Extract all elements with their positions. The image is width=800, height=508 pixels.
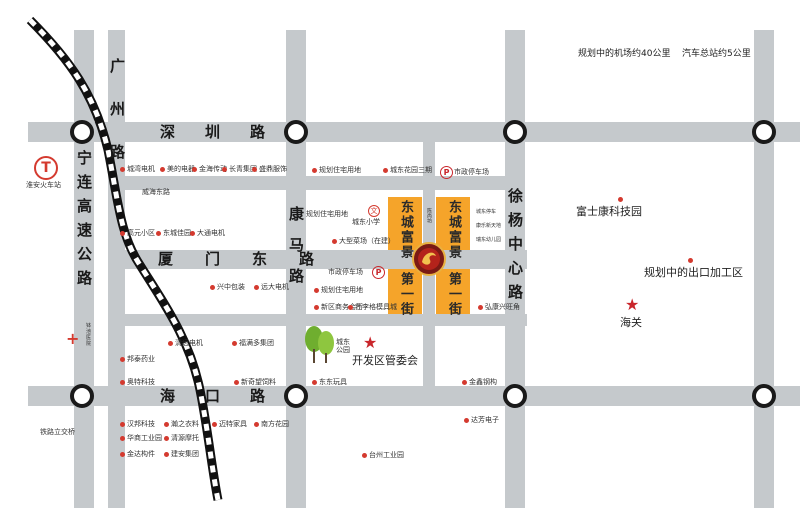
road-label-weihai-dong: 威海东路 bbox=[142, 188, 170, 196]
poi[interactable]: 远大电机 bbox=[254, 283, 289, 291]
project-logo-icon[interactable] bbox=[412, 242, 446, 276]
poi[interactable]: 金达构件 bbox=[120, 450, 155, 458]
poi[interactable]: 城湾电机 bbox=[120, 165, 155, 173]
intersection-xuyang-shenzhen[interactable] bbox=[503, 120, 527, 144]
poi[interactable]: 达芳电子 bbox=[464, 416, 499, 424]
poi[interactable]: 清远电机 bbox=[168, 339, 203, 347]
road-shenzhen bbox=[28, 122, 800, 142]
hospital-label: 钵池医院 bbox=[86, 323, 92, 347]
intersection-kangma-shenzhen[interactable] bbox=[284, 120, 308, 144]
hospital-icon[interactable]: + bbox=[66, 329, 80, 348]
poi[interactable]: 瑞东幼儿园 bbox=[476, 237, 502, 243]
poi[interactable]: 金鑫钢构 bbox=[462, 378, 497, 386]
intersection-ninglian-shenzhen[interactable] bbox=[70, 120, 94, 144]
foxconn-dot bbox=[618, 195, 625, 203]
poi[interactable]: 新区商务会所 bbox=[314, 303, 363, 311]
poi[interactable]: 康乐新天地 bbox=[476, 223, 502, 229]
road-label-haikou: 海口路 bbox=[160, 387, 296, 405]
intersection-kangma-haikou[interactable] bbox=[284, 384, 308, 408]
project-block-right-top bbox=[436, 197, 470, 250]
poi[interactable]: 规划住宅用地 bbox=[314, 286, 363, 294]
poi[interactable]: 壮李格模具城 bbox=[348, 303, 397, 311]
poi[interactable]: 盛鼎服饰 bbox=[252, 165, 287, 173]
airport-note: 规划中的机场约40公里 bbox=[578, 49, 671, 59]
poi[interactable]: 迈特家具 bbox=[212, 420, 247, 428]
poi[interactable]: 规划住宅用地 bbox=[312, 166, 361, 174]
poi[interactable]: 陈尚坊 bbox=[426, 208, 432, 223]
poi[interactable]: 台州工业园 bbox=[362, 451, 404, 459]
intersection-ninglian-haikou[interactable] bbox=[70, 384, 94, 408]
foxconn-label[interactable]: 富士康科技园 bbox=[576, 205, 642, 218]
poi[interactable]: 东城佳园 bbox=[156, 229, 191, 237]
road-label-ninglian: 宁连高速公路 bbox=[75, 150, 93, 294]
customs-label[interactable]: 海关 bbox=[620, 316, 642, 329]
project-name-left-top: 东城富景 bbox=[398, 200, 413, 260]
poi[interactable]: 南方花园 bbox=[254, 420, 289, 428]
poi[interactable]: 兴中包装 bbox=[210, 283, 245, 291]
poi[interactable]: 大型菜场（在建） bbox=[332, 237, 395, 245]
poi[interactable]: 市政停车场 bbox=[454, 168, 489, 176]
admin-star-icon: ★ bbox=[363, 333, 378, 352]
bus-station-note: 汽车总站约5公里 bbox=[682, 49, 751, 59]
poi[interactable]: 弘康兴旺角 bbox=[478, 303, 520, 311]
project-block-right-bottom bbox=[436, 269, 470, 314]
poi[interactable]: 高元小区 bbox=[120, 229, 155, 237]
road-label-kangma: 康马路 bbox=[287, 206, 305, 299]
train-station-icon[interactable]: T bbox=[34, 156, 58, 180]
intersection-east-haikou[interactable] bbox=[752, 384, 776, 408]
road-label-xuyang: 徐杨中心路 bbox=[506, 188, 524, 308]
customs-star-icon: ★ bbox=[625, 295, 640, 314]
poi[interactable]: 建安集团 bbox=[164, 450, 199, 458]
poi[interactable]: 邦泰药业 bbox=[120, 355, 155, 363]
road-label-xiamen-dong: 厦门东路 bbox=[158, 250, 347, 268]
road-label-guangzhou: 广州路 bbox=[108, 58, 126, 187]
poi[interactable]: 奥特科技 bbox=[120, 378, 155, 386]
train-station-label: 淮安火车站 bbox=[26, 181, 61, 189]
poi[interactable]: 城东花园三期 bbox=[383, 166, 432, 174]
poi[interactable]: 瀚之衣料 bbox=[164, 420, 199, 428]
poi[interactable]: 城东小学 bbox=[352, 218, 380, 226]
school-icon: 文 bbox=[368, 205, 380, 217]
road-haikou bbox=[28, 386, 800, 406]
admin-label[interactable]: 开发区管委会 bbox=[352, 354, 418, 367]
intersection-east-shenzhen[interactable] bbox=[752, 120, 776, 144]
poi[interactable]: 市政停车场 bbox=[328, 268, 363, 276]
poi[interactable]: 美的电器 bbox=[160, 165, 195, 173]
tree-icon bbox=[305, 326, 334, 363]
poi[interactable]: 城东停车 bbox=[476, 209, 497, 215]
parking-icon[interactable]: P bbox=[440, 166, 453, 179]
parking-icon-2[interactable]: P bbox=[372, 266, 385, 279]
poi[interactable]: 大通电机 bbox=[190, 229, 225, 237]
export-zone-dot bbox=[688, 256, 695, 264]
park-label: 城东公园 bbox=[336, 338, 350, 354]
road-weihai-dong bbox=[115, 176, 520, 190]
intersection-xuyang-haikou[interactable] bbox=[503, 384, 527, 408]
poi[interactable]: 华商工业园 bbox=[120, 434, 162, 442]
export-zone-label[interactable]: 规划中的出口加工区 bbox=[644, 266, 743, 279]
railway-bridge-label: 铁路立交桥 bbox=[40, 428, 75, 436]
project-block-left-bottom bbox=[388, 269, 422, 314]
project-name-right-top: 东城富景 bbox=[446, 200, 461, 260]
project-block-left-top bbox=[388, 197, 422, 250]
poi[interactable]: 长青集团 bbox=[222, 165, 257, 173]
project-name-left-bottom: 第一街 bbox=[398, 272, 413, 317]
poi[interactable]: 金海传动 bbox=[192, 165, 227, 173]
poi[interactable]: 汉邦科技 bbox=[120, 420, 155, 428]
road-label-shenzhen: 深圳路 bbox=[160, 123, 296, 141]
poi[interactable]: 规划住宅用地 bbox=[306, 210, 348, 218]
poi[interactable]: 新奇望饲料 bbox=[234, 378, 276, 386]
poi[interactable]: 福满多集团 bbox=[232, 339, 274, 347]
project-name-right-bottom: 第一街 bbox=[446, 272, 461, 317]
poi[interactable]: 清源摩托 bbox=[164, 434, 199, 442]
poi[interactable]: 东东玩具 bbox=[312, 378, 347, 386]
